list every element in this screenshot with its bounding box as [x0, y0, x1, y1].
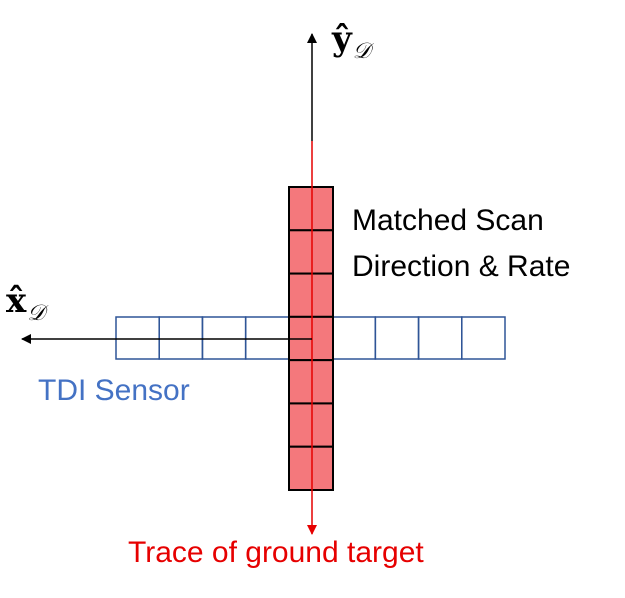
scan-cell: [288, 445, 334, 492]
sensor-cell: [244, 316, 290, 360]
scan-column: [288, 186, 334, 492]
scan-cell: [288, 229, 334, 275]
sensor-cell: [158, 316, 204, 360]
matched-scan-label-line2: Direction & Rate: [352, 250, 571, 283]
scan-cell: [288, 272, 334, 318]
x-axis-label: x̂𝒟: [6, 281, 45, 326]
trace-label: Trace of ground target: [128, 536, 424, 569]
scan-cell: [288, 359, 334, 405]
sensor-cell: [201, 316, 247, 360]
scan-cell: [288, 186, 334, 232]
sensor-cell: [331, 316, 377, 360]
sensor-cell: [461, 316, 506, 360]
scan-cell: [288, 402, 334, 448]
tdi-sensor-label: TDI Sensor: [38, 374, 190, 407]
sensor-cell: [115, 316, 160, 360]
sensor-cell: [417, 316, 463, 360]
matched-scan-label-line1: Matched Scan: [352, 204, 544, 237]
sensor-cell: [374, 316, 420, 360]
y-axis-label: ŷ𝒟: [332, 19, 371, 64]
